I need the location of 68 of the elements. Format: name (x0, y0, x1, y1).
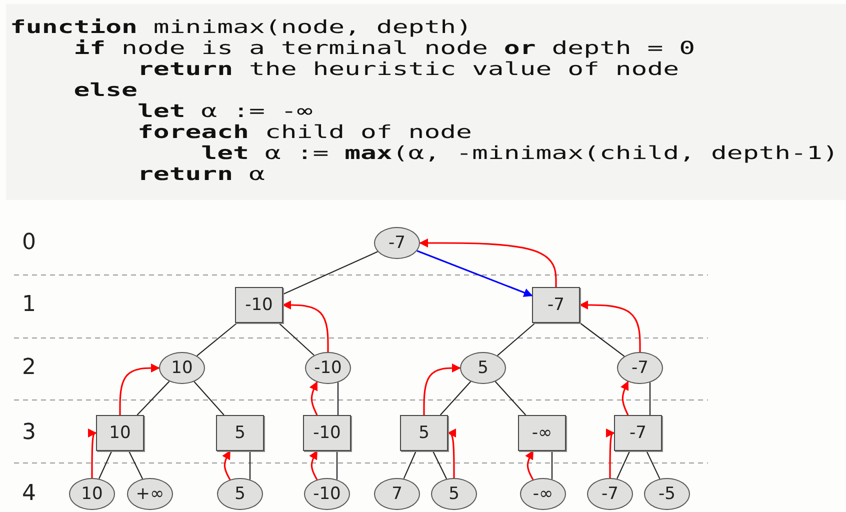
depth-label: 4 (22, 482, 36, 506)
arrow (119, 364, 160, 415)
tree-line (580, 322, 625, 357)
arrow (447, 428, 456, 478)
arrow (416, 250, 533, 297)
tree-line (432, 450, 448, 480)
arrow (620, 380, 629, 416)
arrow (606, 428, 615, 478)
depth-label: 1 (22, 293, 36, 317)
depth-label: 0 (22, 231, 36, 255)
tree-line (337, 382, 339, 415)
tree-line (403, 450, 417, 479)
code-line: function minimax(node, depth) (10, 17, 472, 38)
code-line: let α := -∞ (136, 101, 313, 122)
tree-line (196, 322, 238, 356)
value-circle: 10 (159, 352, 205, 384)
value-square: 10 (96, 415, 144, 451)
arrow (282, 300, 329, 352)
tree-line (136, 380, 170, 416)
tree-line (282, 251, 378, 295)
arrow (309, 381, 318, 416)
code-line: let α := max(α, -minimax(child, depth-1) (200, 143, 838, 164)
arrow (88, 428, 97, 478)
value-circle: 7 (374, 478, 420, 510)
value-circle: -7 (374, 227, 420, 259)
tree-line (128, 450, 144, 480)
value-circle: 5 (217, 478, 263, 510)
value-circle: -7 (617, 352, 663, 384)
tree-line (646, 450, 660, 480)
tree-line (98, 450, 112, 479)
code-line: foreach child of node (136, 122, 472, 143)
value-square: -7 (532, 287, 580, 323)
arrow (222, 450, 231, 480)
value-square: -7 (614, 415, 662, 451)
tree-line (551, 451, 553, 480)
value-circle: -5 (644, 478, 690, 510)
value-square: -10 (235, 287, 283, 323)
value-square: 5 (400, 415, 448, 451)
tree-line (497, 322, 536, 356)
tree-line (494, 381, 526, 416)
value-circle: -10 (305, 352, 351, 384)
tree-line (616, 450, 630, 479)
code-line: if node is a terminal node or depth = 0 (72, 38, 696, 59)
value-circle: -10 (304, 478, 350, 510)
depth-label: 3 (22, 421, 36, 445)
value-circle: 10 (69, 478, 115, 510)
tree-line (278, 322, 314, 356)
value-circle: 5 (460, 352, 506, 384)
value-circle: -7 (587, 478, 633, 510)
value-circle: 5 (431, 478, 477, 510)
tree-line (249, 451, 251, 480)
tree-line (194, 381, 224, 416)
arrow (579, 300, 641, 352)
depth-label: 2 (22, 356, 36, 380)
code-line: else (72, 80, 138, 101)
value-circle: -∞ (520, 478, 566, 510)
tree-line (336, 451, 338, 480)
value-circle: +∞ (127, 478, 173, 510)
value-square: -∞ (518, 415, 566, 451)
arrow (525, 450, 534, 480)
arrow (423, 364, 461, 415)
value-square: 5 (216, 415, 264, 451)
code-line: return the heuristic value of node (136, 59, 680, 80)
arrow (309, 450, 318, 480)
tree-line (649, 382, 651, 415)
code-line: return α (136, 164, 265, 185)
arrow (419, 238, 557, 287)
value-square: -10 (303, 415, 351, 451)
